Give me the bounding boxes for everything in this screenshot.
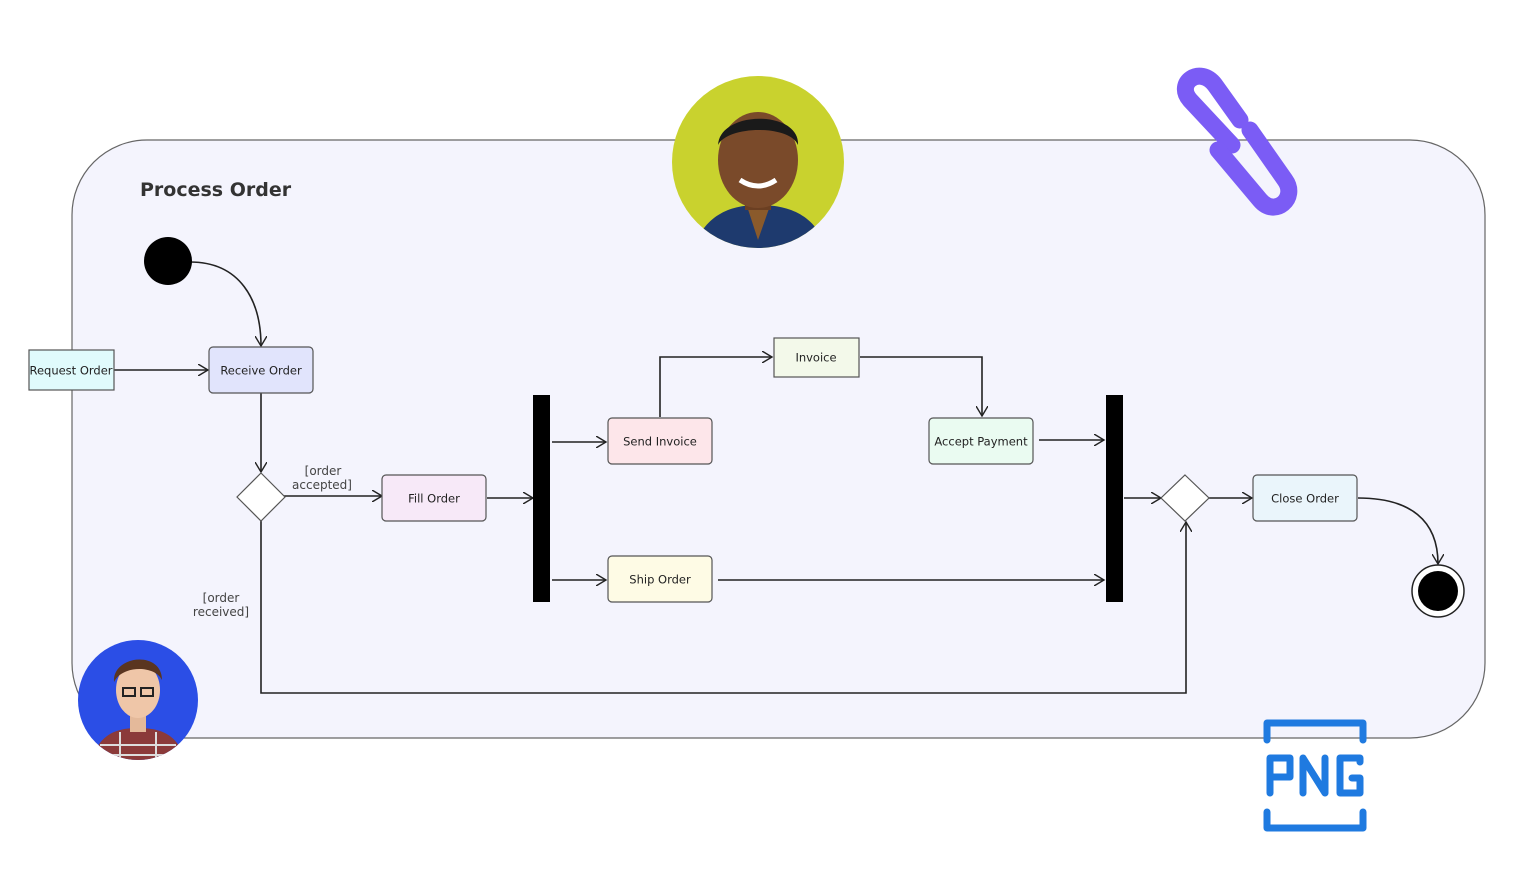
node-label: Send Invoice (623, 435, 697, 449)
edge-close-end (1357, 497, 1438, 564)
node-label: Accept Payment (934, 435, 1028, 449)
edge-start-receive (189, 261, 261, 346)
node-receive-order[interactable]: Receive Order (208, 346, 314, 394)
node-label: Ship Order (629, 573, 691, 587)
node-send-invoice[interactable]: Send Invoice (607, 417, 713, 465)
node-label: Receive Order (220, 364, 302, 378)
diagram-title: Process Order (140, 179, 292, 201)
node-label: Invoice (795, 351, 836, 365)
edge-decision-merge (260, 520, 1186, 694)
node-request-order[interactable]: Request Order (28, 349, 115, 391)
node-fill-order[interactable]: Fill Order (381, 474, 487, 522)
join-bar (1106, 395, 1123, 602)
initial-node (144, 237, 192, 285)
guard-label: received] (193, 605, 249, 619)
merge-node (1160, 474, 1210, 522)
node-label: Request Order (29, 364, 112, 378)
node-ship-order[interactable]: Ship Order (607, 555, 713, 603)
edge-sendinvoice-invoice (659, 357, 772, 417)
avatar-collaborator-2 (78, 640, 198, 760)
link-icon[interactable] (1177, 67, 1298, 216)
final-node-dot (1418, 571, 1458, 611)
node-label: Close Order (1271, 492, 1339, 506)
node-close-order[interactable]: Close Order (1252, 474, 1358, 522)
node-label: Fill Order (408, 492, 460, 506)
node-invoice[interactable]: Invoice (773, 337, 860, 378)
guard-label: accepted] (292, 478, 352, 492)
edge-invoice-accept (860, 356, 982, 416)
decision-node (236, 472, 286, 522)
png-export-icon[interactable] (1263, 719, 1367, 832)
guard-label: [order (305, 464, 342, 478)
fork-bar (533, 395, 550, 602)
guard-label: [order (203, 591, 240, 605)
node-accept-payment[interactable]: Accept Payment (928, 417, 1034, 465)
